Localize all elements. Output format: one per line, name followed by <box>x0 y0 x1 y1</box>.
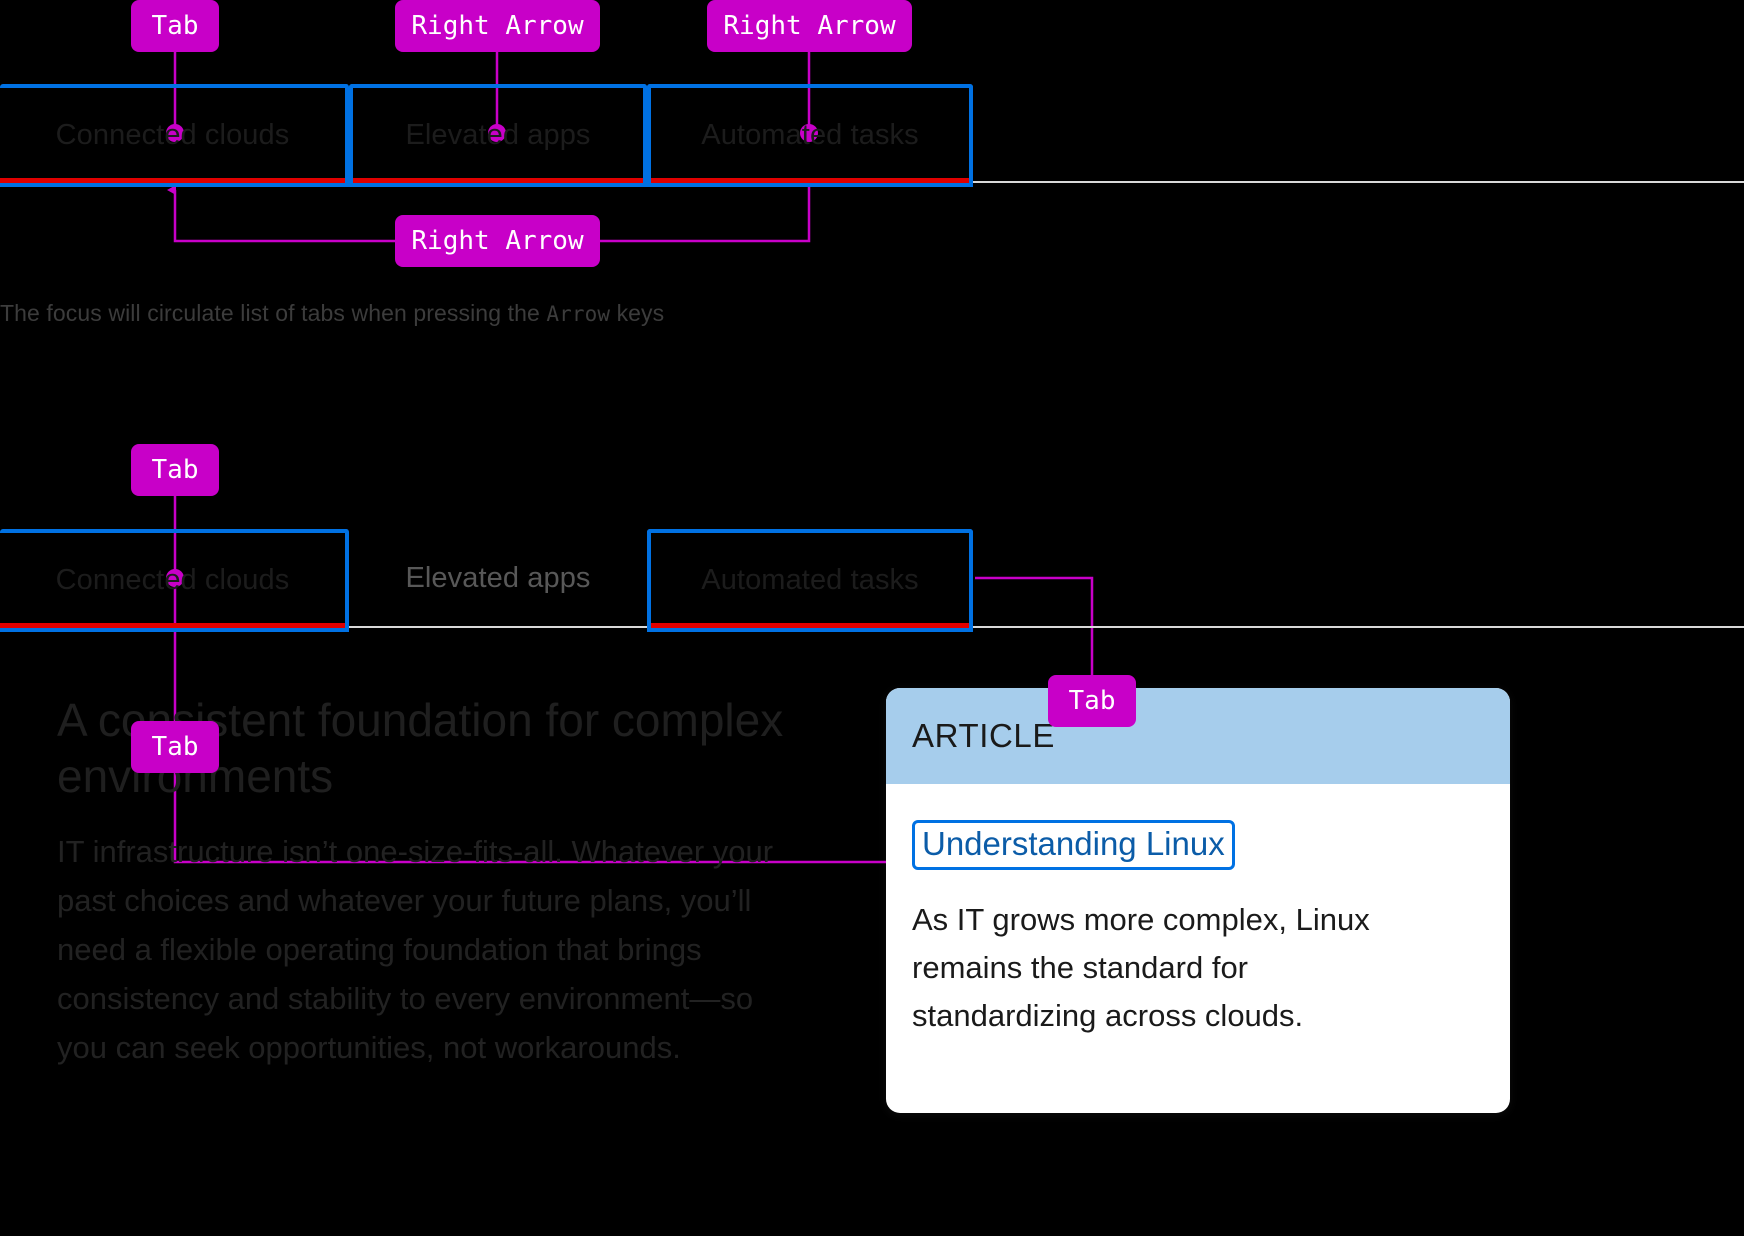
key-chip-label: Right Arrow <box>411 11 584 41</box>
tab-active-underline <box>353 178 643 183</box>
key-chip-tab-1: Tab <box>131 0 219 52</box>
key-chip-label: Tab <box>151 732 199 762</box>
tab-automated-tasks-1[interactable]: Automated tasks <box>647 84 973 187</box>
tablist-one: Connected clouds Elevated apps Automated… <box>0 84 973 187</box>
tab-active-underline <box>0 623 345 628</box>
tab-automated-tasks-2[interactable]: Automated tasks <box>647 529 973 632</box>
tab-focus-ring-bottom <box>647 628 973 632</box>
tab-label: Connected clouds <box>55 564 290 596</box>
article-description: As IT grows more complex, Linux remains … <box>912 902 1370 1034</box>
article-card-header: ARTICLE <box>886 688 1510 784</box>
article-eyebrow: ARTICLE <box>912 717 1055 754</box>
tablist-two: Connected clouds Elevated apps Automated… <box>0 529 973 632</box>
key-chip-label: Tab <box>1068 686 1116 716</box>
key-chip-label: Tab <box>151 455 199 485</box>
key-chip-label: Tab <box>151 11 199 41</box>
article-card: ARTICLE Understanding Linux As IT grows … <box>886 688 1510 1113</box>
tab-elevated-apps-2[interactable]: Elevated apps <box>349 529 647 628</box>
caption-arrow-circulation: The focus will circulate list of tabs wh… <box>0 300 664 327</box>
tab-connected-clouds-2[interactable]: Connected clouds <box>0 529 349 632</box>
key-chip-tab-2: Tab <box>131 444 219 496</box>
tab-label: Elevated apps <box>405 562 591 594</box>
key-chip-tab-4: Tab <box>1048 675 1136 727</box>
article-link-understanding-linux[interactable]: Understanding Linux <box>912 820 1235 871</box>
article-card-body: Understanding Linux As IT grows more com… <box>886 784 1510 1071</box>
key-chip-label: Right Arrow <box>411 226 584 256</box>
key-chip-right-arrow-1: Right Arrow <box>395 0 600 52</box>
key-chip-tab-3: Tab <box>131 721 219 773</box>
tab-active-underline <box>651 623 969 628</box>
caption-suffix: keys <box>610 300 665 326</box>
caption-prefix: The focus will circulate list of tabs wh… <box>0 300 547 326</box>
panel-body: IT infrastructure isn’t one-size-fits-al… <box>57 834 774 1065</box>
tab-label: Connected clouds <box>55 119 290 151</box>
tab-focus-ring-bottom <box>349 183 647 187</box>
key-chip-right-arrow-2: Right Arrow <box>707 0 912 52</box>
tab-label: Automated tasks <box>701 564 919 596</box>
tab-active-underline <box>651 178 969 183</box>
tab-label: Elevated apps <box>405 119 591 151</box>
tab-focus-ring-bottom <box>647 183 973 187</box>
tab-focus-ring-bottom <box>0 628 349 632</box>
tab-active-underline <box>0 178 345 183</box>
tab-focus-ring-bottom <box>0 183 349 187</box>
key-chip-label: Right Arrow <box>723 11 896 41</box>
tab-label: Automated tasks <box>701 119 919 151</box>
key-chip-right-arrow-3: Right Arrow <box>395 215 600 267</box>
tab-connected-clouds-1[interactable]: Connected clouds <box>0 84 349 187</box>
caption-kbd-arrow: Arrow <box>546 302 611 326</box>
tab-elevated-apps-1[interactable]: Elevated apps <box>349 84 647 187</box>
